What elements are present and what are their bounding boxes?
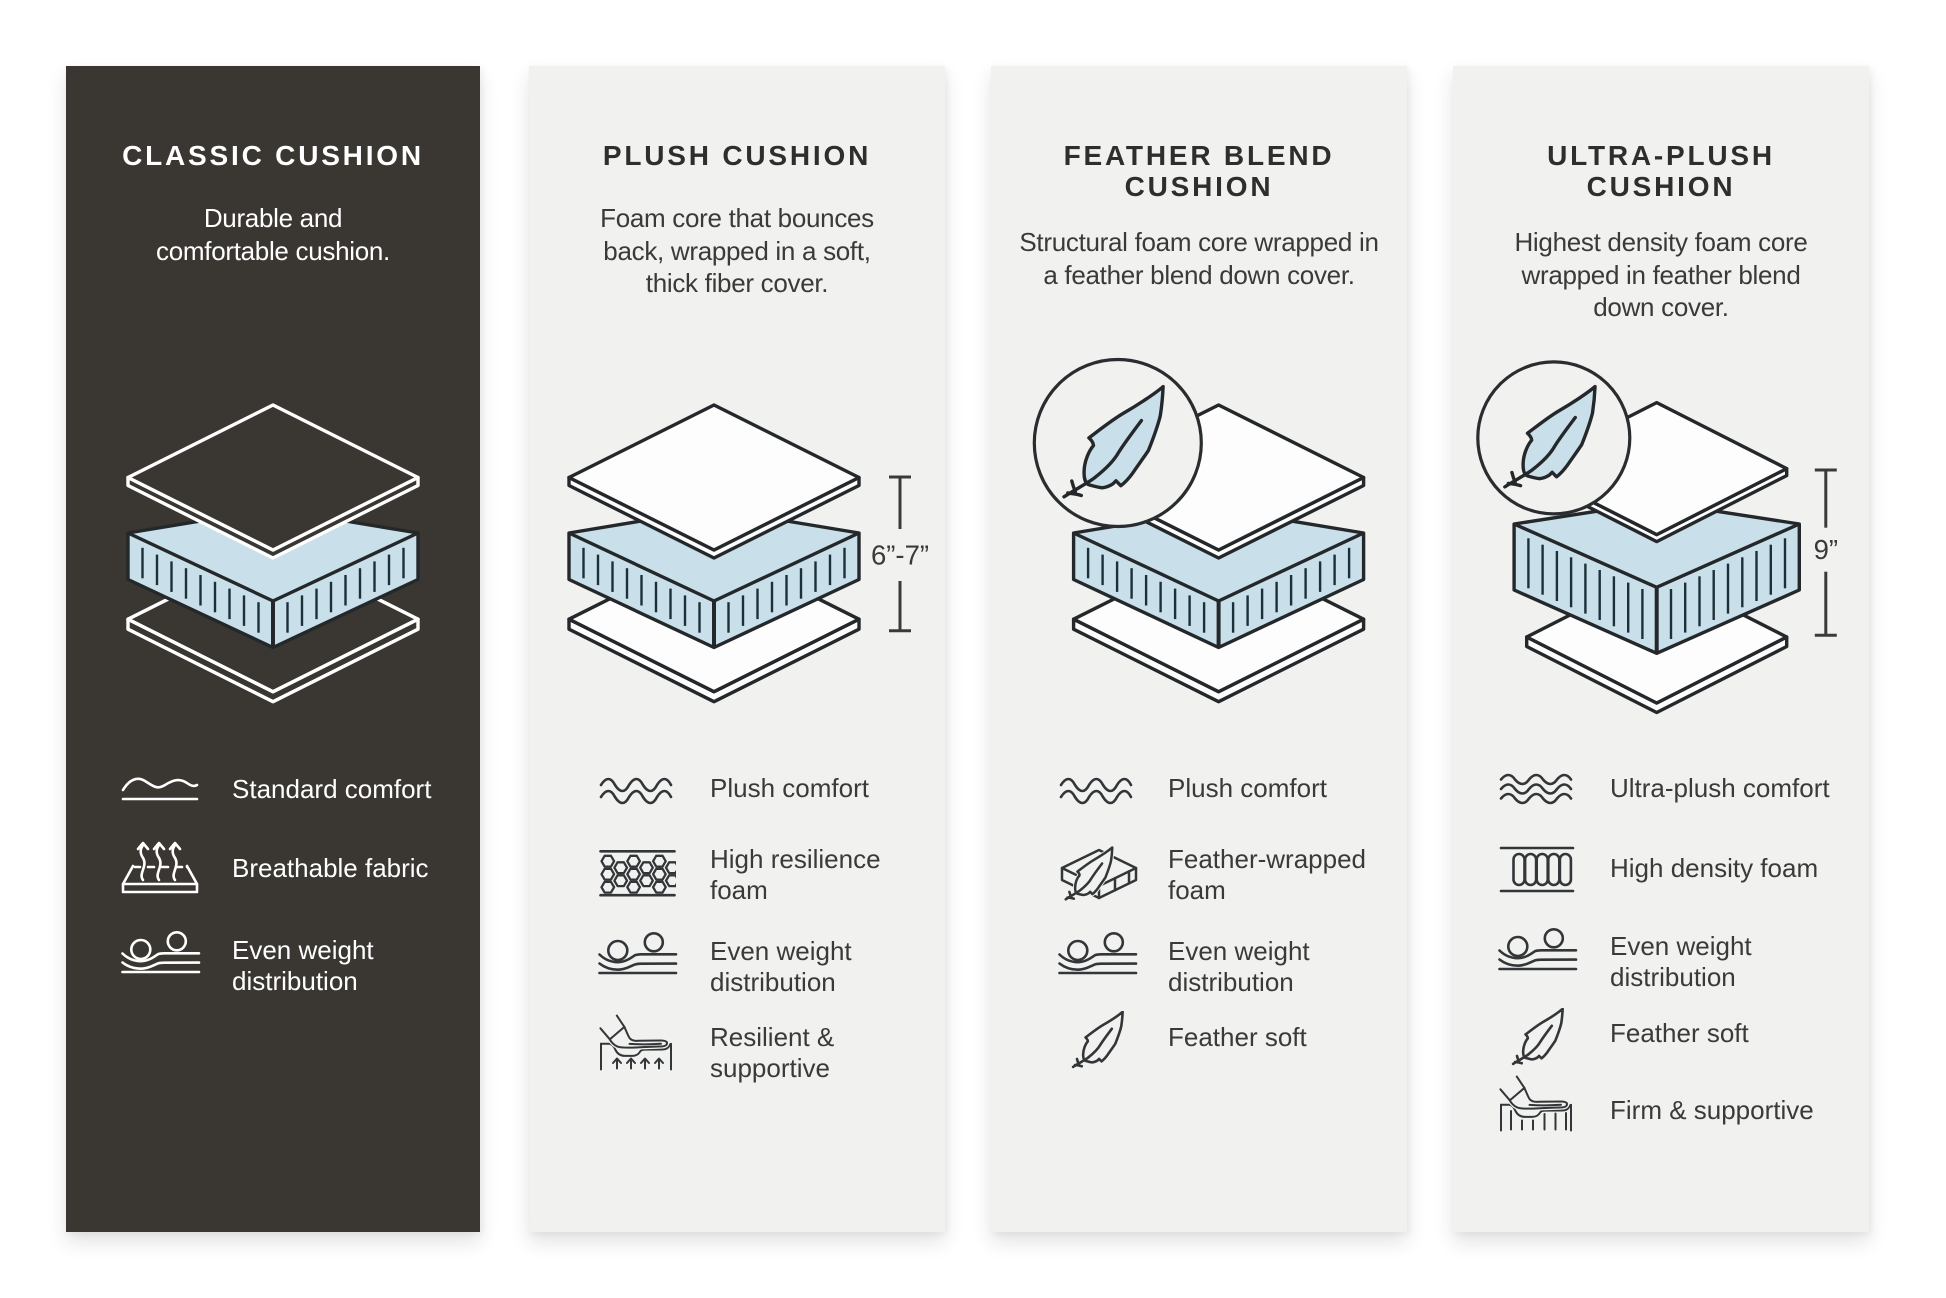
- svg-text:9”: 9”: [1814, 534, 1838, 565]
- svg-text:6”-7”: 6”-7”: [871, 540, 929, 571]
